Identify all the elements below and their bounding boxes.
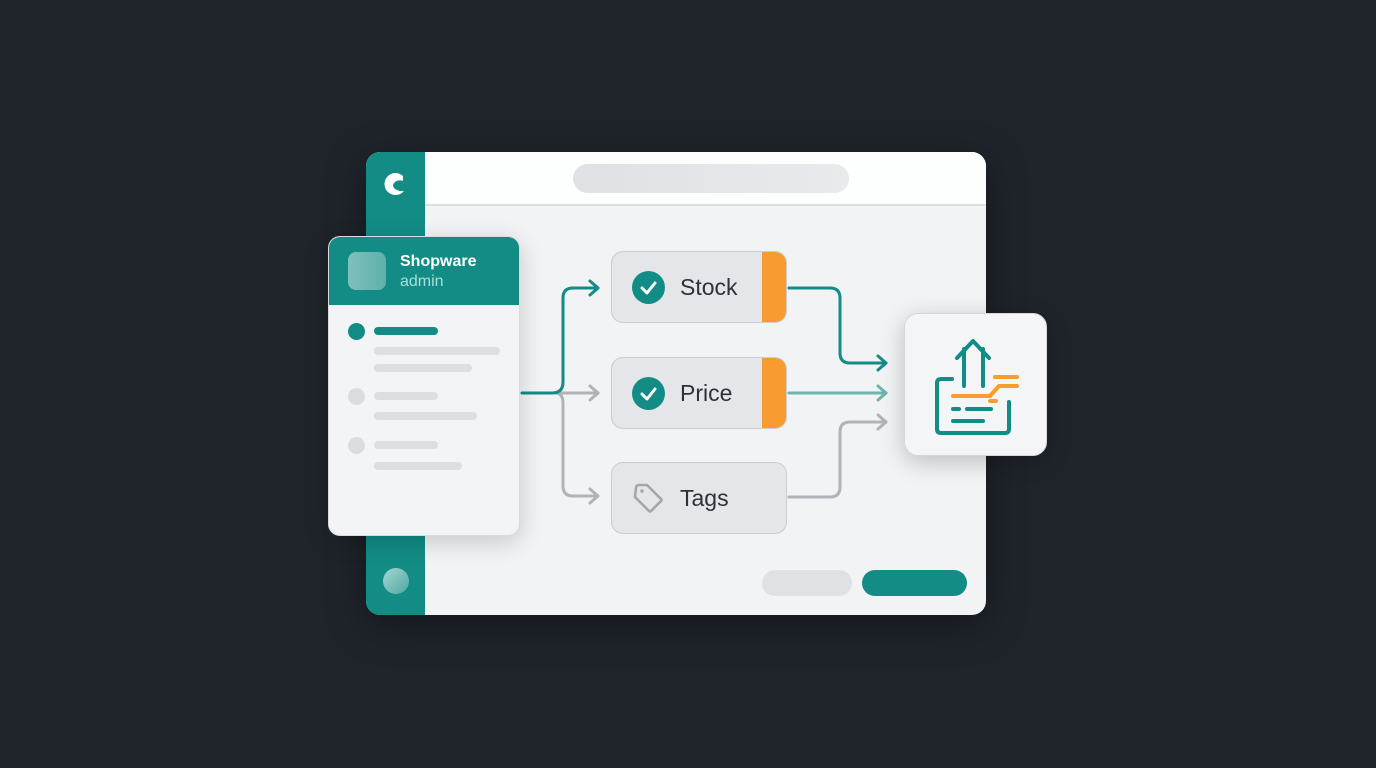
topbar: [425, 152, 986, 206]
item-title-bar: [374, 392, 438, 400]
admin-window: [366, 152, 986, 615]
item-line-bar: [374, 347, 500, 355]
export-upload-icon: [935, 339, 1019, 435]
export-target-card[interactable]: [904, 313, 1047, 456]
inactive-dot-icon: [348, 388, 365, 405]
item-line-bar: [374, 412, 477, 420]
item-line-bar: [374, 364, 472, 372]
search-input[interactable]: [573, 164, 849, 193]
store-avatar-icon: [348, 252, 386, 290]
status-accent: [762, 252, 786, 322]
item-title-bar: [374, 441, 438, 449]
item-title-bar: [374, 327, 438, 335]
node-price[interactable]: Price: [611, 357, 787, 429]
shopware-logo-icon[interactable]: [381, 169, 411, 199]
node-label: Tags: [680, 485, 729, 511]
node-stock[interactable]: Stock: [611, 251, 787, 323]
check-circle-icon: [632, 271, 665, 304]
user-avatar-icon[interactable]: [383, 568, 409, 594]
status-accent: [762, 358, 786, 428]
active-dot-icon: [348, 323, 365, 340]
admin-panel-card: Shopware admin: [328, 236, 520, 536]
tag-icon: [633, 483, 663, 513]
save-button[interactable]: [862, 570, 967, 596]
item-line-bar: [374, 462, 462, 470]
panel-subtitle: admin: [400, 273, 444, 290]
panel-header: Shopware admin: [329, 237, 519, 305]
node-tags[interactable]: Tags: [611, 462, 787, 534]
check-circle-icon: [632, 377, 665, 410]
node-label: Stock: [680, 274, 738, 300]
cancel-button[interactable]: [762, 570, 852, 596]
node-label: Price: [680, 380, 733, 406]
inactive-dot-icon: [348, 437, 365, 454]
panel-title: Shopware: [400, 253, 477, 270]
